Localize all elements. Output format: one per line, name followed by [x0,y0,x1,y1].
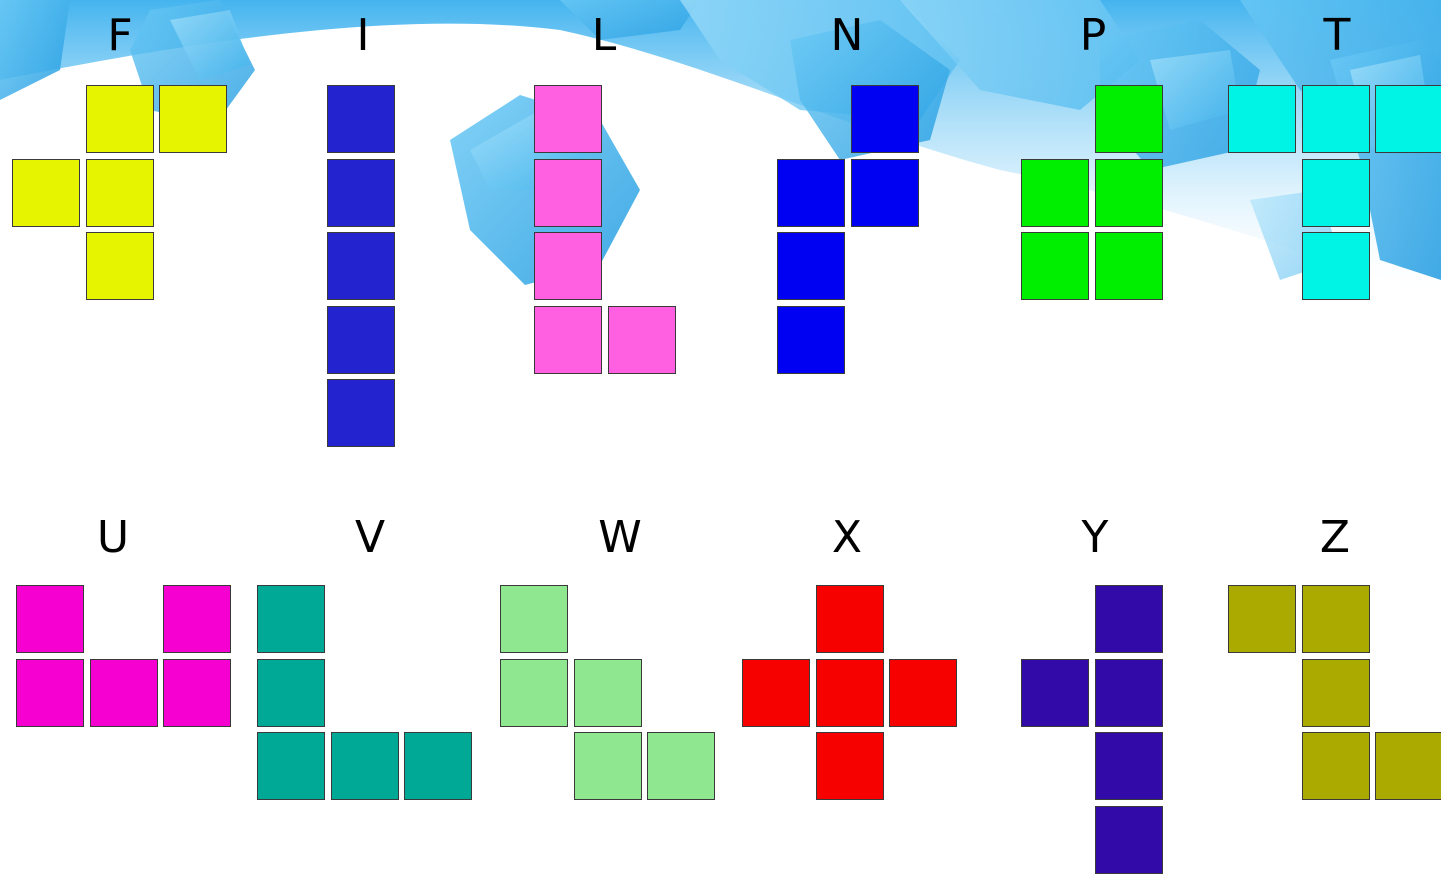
pentomino-label: Y [1055,514,1135,562]
pentomino-label: V [330,514,410,562]
pentomino-cell [742,659,810,727]
pentomino-cell [163,585,231,653]
pentomino-cell [90,659,158,727]
pentomino-cell [500,659,568,727]
pentomino-cell [1302,732,1370,800]
pentomino-cell [327,379,395,447]
pentomino-cell [1302,85,1370,153]
pentomino-cell [574,659,642,727]
pentomino-cell [86,232,154,300]
pentomino-label: F [80,12,160,60]
pentomino-cell [534,85,602,153]
pentomino-cell [1095,659,1163,727]
pentomino-cell [534,232,602,300]
pentomino-cell [163,659,231,727]
pentomino-cell [1302,232,1370,300]
pentomino-cell [816,732,884,800]
pentomino-cell [1021,232,1089,300]
pentomino-cell [777,232,845,300]
pentomino-label: L [564,12,644,60]
pentomino-cell [1095,732,1163,800]
pentomino-cell [777,159,845,227]
pentomino-cell [1302,659,1370,727]
pentomino-cell [404,732,472,800]
background-cubes-decoration [0,0,1441,440]
pentomino-cell [327,306,395,374]
pentomino-cell [574,732,642,800]
pentomino-cell [889,659,957,727]
pentomino-cell [1375,732,1441,800]
pentomino-label: U [73,514,153,562]
pentomino-cell [1228,85,1296,153]
pentomino-cell [647,732,715,800]
pentomino-label: W [580,514,660,562]
pentomino-label: P [1053,12,1133,60]
pentomino-cell [1302,159,1370,227]
pentomino-label: I [323,12,403,60]
pentomino-cell [608,306,676,374]
pentomino-cell [327,159,395,227]
pentomino-cell [1021,159,1089,227]
pentomino-cell [86,85,154,153]
pentomino-label: N [807,12,887,60]
pentomino-cell [1095,85,1163,153]
pentomino-cell [16,659,84,727]
pentomino-cell [1302,585,1370,653]
pentomino-cell [1095,232,1163,300]
pentomino-cell [327,85,395,153]
pentomino-cell [816,585,884,653]
pentomino-cell [534,159,602,227]
pentomino-cell [1095,585,1163,653]
pentomino-cell [12,159,80,227]
pentomino-cell [500,585,568,653]
pentomino-cell [86,159,154,227]
pentomino-cell [16,585,84,653]
pentomino-cell [816,659,884,727]
pentomino-cell [257,659,325,727]
pentomino-cell [1095,159,1163,227]
pentomino-cell [851,85,919,153]
pentomino-cell [257,732,325,800]
pentomino-cell [1228,585,1296,653]
pentomino-label: X [807,514,887,562]
pentomino-cell [1021,659,1089,727]
pentomino-cell [1375,85,1441,153]
pentomino-cell [534,306,602,374]
pentomino-cell [327,232,395,300]
pentomino-cell [159,85,227,153]
pentomino-label: Z [1295,514,1375,562]
pentomino-cell [851,159,919,227]
pentomino-label: T [1297,12,1377,60]
pentomino-cell [1095,806,1163,874]
pentomino-cell [257,585,325,653]
pentomino-cell [777,306,845,374]
pentomino-cell [331,732,399,800]
